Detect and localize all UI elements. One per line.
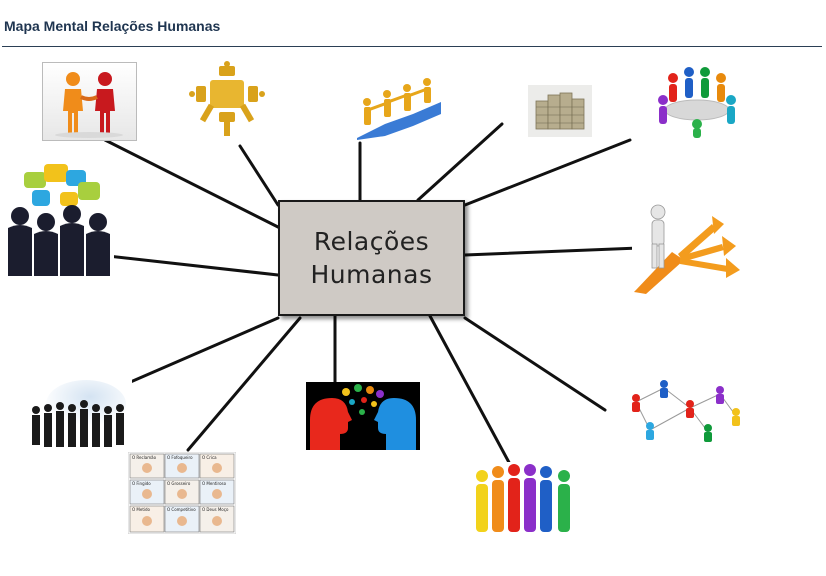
central-topic: Relações Humanas — [278, 200, 465, 316]
connector-line — [186, 316, 302, 452]
puzzle-chain-icon — [355, 74, 443, 140]
connector-line — [463, 246, 642, 257]
banknotes-icon — [528, 85, 592, 137]
title-divider — [2, 46, 822, 47]
connector-line — [428, 314, 514, 470]
personality-label: O Mentiroso — [202, 481, 227, 486]
network-icon — [620, 372, 748, 450]
brains-icon — [306, 382, 420, 450]
page-title: Mapa Mental Relações Humanas — [4, 18, 221, 34]
personality-label: O Deus Moço — [202, 507, 229, 512]
personality-label: O Reclamão — [132, 455, 157, 460]
central-topic-line1: Relações — [313, 227, 430, 256]
connector-line — [110, 316, 280, 392]
personality-cards-icon: O Reclamão O Fofoqueiro O Crica O Fingid… — [128, 452, 236, 534]
personality-label: O Competitivo — [167, 507, 196, 512]
connector-line — [103, 138, 282, 230]
meeting-table-icon — [651, 60, 743, 140]
personality-label: O Fofoqueiro — [167, 455, 193, 460]
personality-label: O Grosseiro — [167, 481, 191, 486]
connector-line — [463, 316, 607, 412]
connector-line — [88, 252, 280, 277]
puzzle-team-icon — [188, 60, 266, 140]
business-crowd-icon — [28, 378, 132, 452]
colorful-team-icon — [472, 462, 578, 536]
connector-line — [238, 144, 280, 207]
handshake-icon — [42, 62, 137, 141]
speech-bubbles-icon — [4, 150, 114, 276]
decision-arrows-icon — [632, 200, 744, 294]
central-topic-line2: Humanas — [310, 260, 433, 289]
personality-label: O Crica — [202, 455, 217, 460]
personality-label: O Metido — [132, 507, 151, 512]
personality-label: O Fingido — [132, 481, 151, 486]
connector-line — [463, 138, 632, 207]
connector-line — [416, 122, 504, 202]
